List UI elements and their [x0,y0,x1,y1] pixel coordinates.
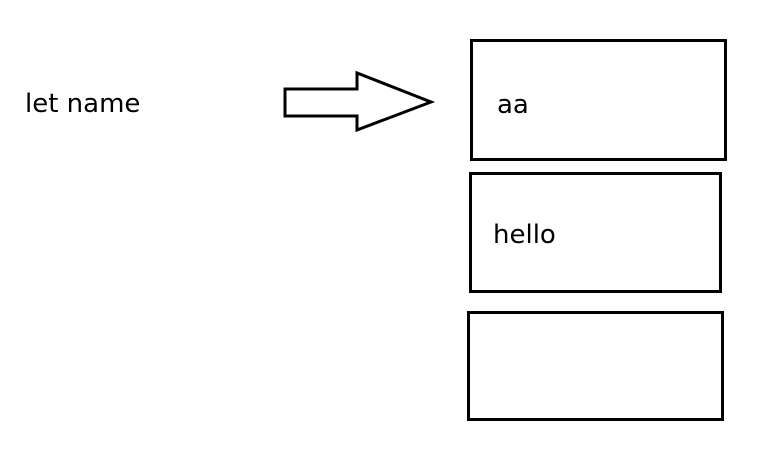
memory-cell: aa [470,39,727,161]
memory-cell-value: hello [493,220,556,250]
memory-cell [467,311,724,421]
memory-cell: hello [469,172,722,293]
memory-cell-value: aa [497,90,529,120]
arrow-shape [283,70,436,133]
variable-declaration-label: let name [25,89,141,119]
